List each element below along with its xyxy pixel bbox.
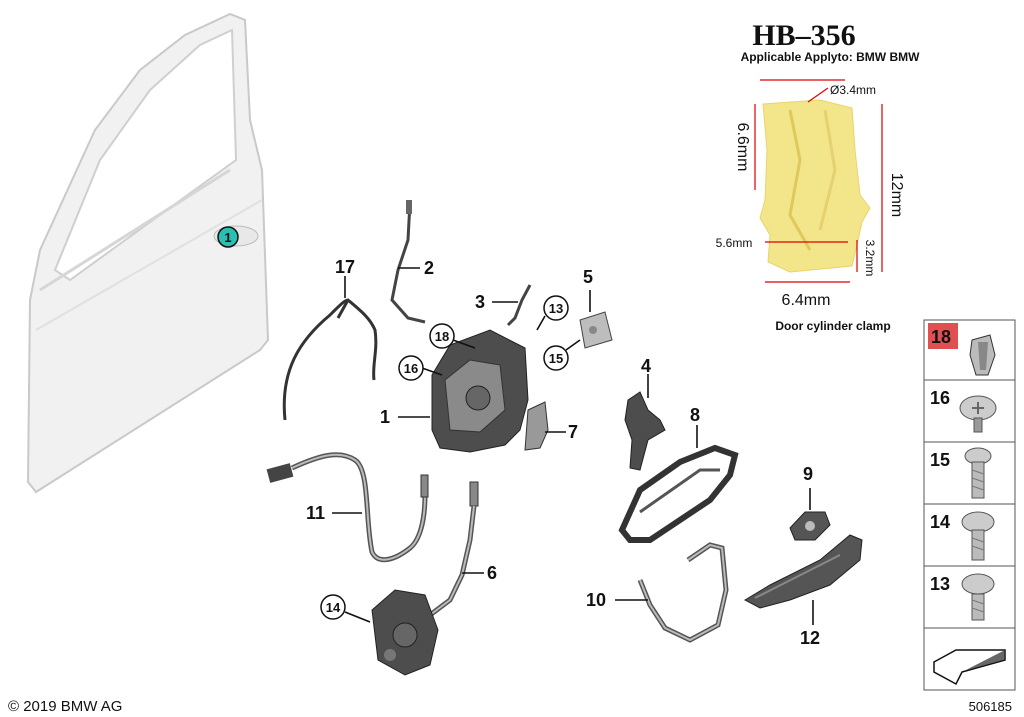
panel-item-18[interactable]: 18 <box>928 323 996 376</box>
callout-16-circle[interactable]: 16 <box>398 355 424 381</box>
panel-item-13[interactable]: 13 <box>930 573 995 621</box>
part-10-cable <box>637 542 729 643</box>
svg-text:14: 14 <box>326 600 341 615</box>
callout-5: 5 <box>583 267 593 287</box>
clip-callout: HB–356 Applicable Applyto: BMW BMW Ø3.4m… <box>716 19 920 333</box>
svg-text:13: 13 <box>549 301 563 316</box>
panel-item-14[interactable]: 14 <box>930 511 995 561</box>
svg-text:15: 15 <box>930 450 950 470</box>
clip-body <box>759 99 871 273</box>
callout-17: 17 <box>335 257 355 277</box>
callout-2: 2 <box>424 258 434 278</box>
part-17-cable <box>282 298 378 421</box>
dim-left-height: 6.6mm <box>734 123 751 172</box>
part-14-actuator <box>371 589 439 676</box>
callout-14-circle[interactable]: 14 <box>320 594 346 620</box>
svg-text:13: 13 <box>930 574 950 594</box>
svg-text:18: 18 <box>931 327 951 347</box>
diagram-number: 506185 <box>969 699 1012 714</box>
callout-13-circle[interactable]: 13 <box>543 295 569 321</box>
svg-text:18: 18 <box>435 329 449 344</box>
panel-item-15[interactable]: 15 <box>930 447 992 499</box>
navigation-arrow-icon[interactable] <box>933 649 1006 686</box>
part-11-cable <box>266 452 429 563</box>
part-3-rod <box>506 284 532 327</box>
copyright-text: © 2019 BMW AG <box>8 698 122 715</box>
part-1-lock <box>431 329 529 453</box>
callout-18-circle[interactable]: 18 <box>429 323 455 349</box>
svg-text:16: 16 <box>404 361 418 376</box>
callout-11: 11 <box>306 503 325 523</box>
callout-4: 4 <box>641 356 651 376</box>
dim-top: Ø3.4mm <box>830 83 876 97</box>
svg-text:14: 14 <box>930 512 950 532</box>
part-7-bracket <box>524 401 549 451</box>
clip-applicable-text: Applicable Applyto: BMW BMW <box>741 50 921 64</box>
callout-3: 3 <box>475 292 485 312</box>
part-8-carrier <box>618 444 739 543</box>
panel-item-16[interactable]: 16 <box>930 388 997 433</box>
door-illustration <box>26 12 270 494</box>
callout-7: 7 <box>568 422 578 442</box>
svg-text:15: 15 <box>549 351 563 366</box>
door-callout-1[interactable]: 1 <box>217 226 239 248</box>
part-2-rod <box>390 200 426 324</box>
dim-right-height: 12mm <box>888 173 905 217</box>
callout-15-circle[interactable]: 15 <box>543 345 569 371</box>
dim-mid-width: 5.6mm <box>716 236 753 250</box>
svg-text:16: 16 <box>930 388 950 408</box>
part-9-cover <box>789 511 831 541</box>
callout-8: 8 <box>690 405 700 425</box>
svg-text:1: 1 <box>224 230 231 245</box>
dim-bottom-width: 6.4mm <box>782 292 831 309</box>
callout-12: 12 <box>800 628 820 648</box>
part-5-striker <box>579 311 613 349</box>
clip-caption: Door cylinder clamp <box>775 319 890 333</box>
callout-10: 10 <box>586 590 606 610</box>
side-panel: 18 16 15 14 13 <box>923 319 1016 691</box>
part-6-cable <box>428 481 479 617</box>
callout-9: 9 <box>803 464 813 484</box>
dim-lower-height: 3.2mm <box>863 240 877 277</box>
callout-6: 6 <box>487 563 497 583</box>
part-12-handle <box>743 534 863 609</box>
clip-code: HB–356 <box>752 19 855 52</box>
part-4-carrier <box>624 391 666 471</box>
callout-1: 1 <box>380 407 390 427</box>
